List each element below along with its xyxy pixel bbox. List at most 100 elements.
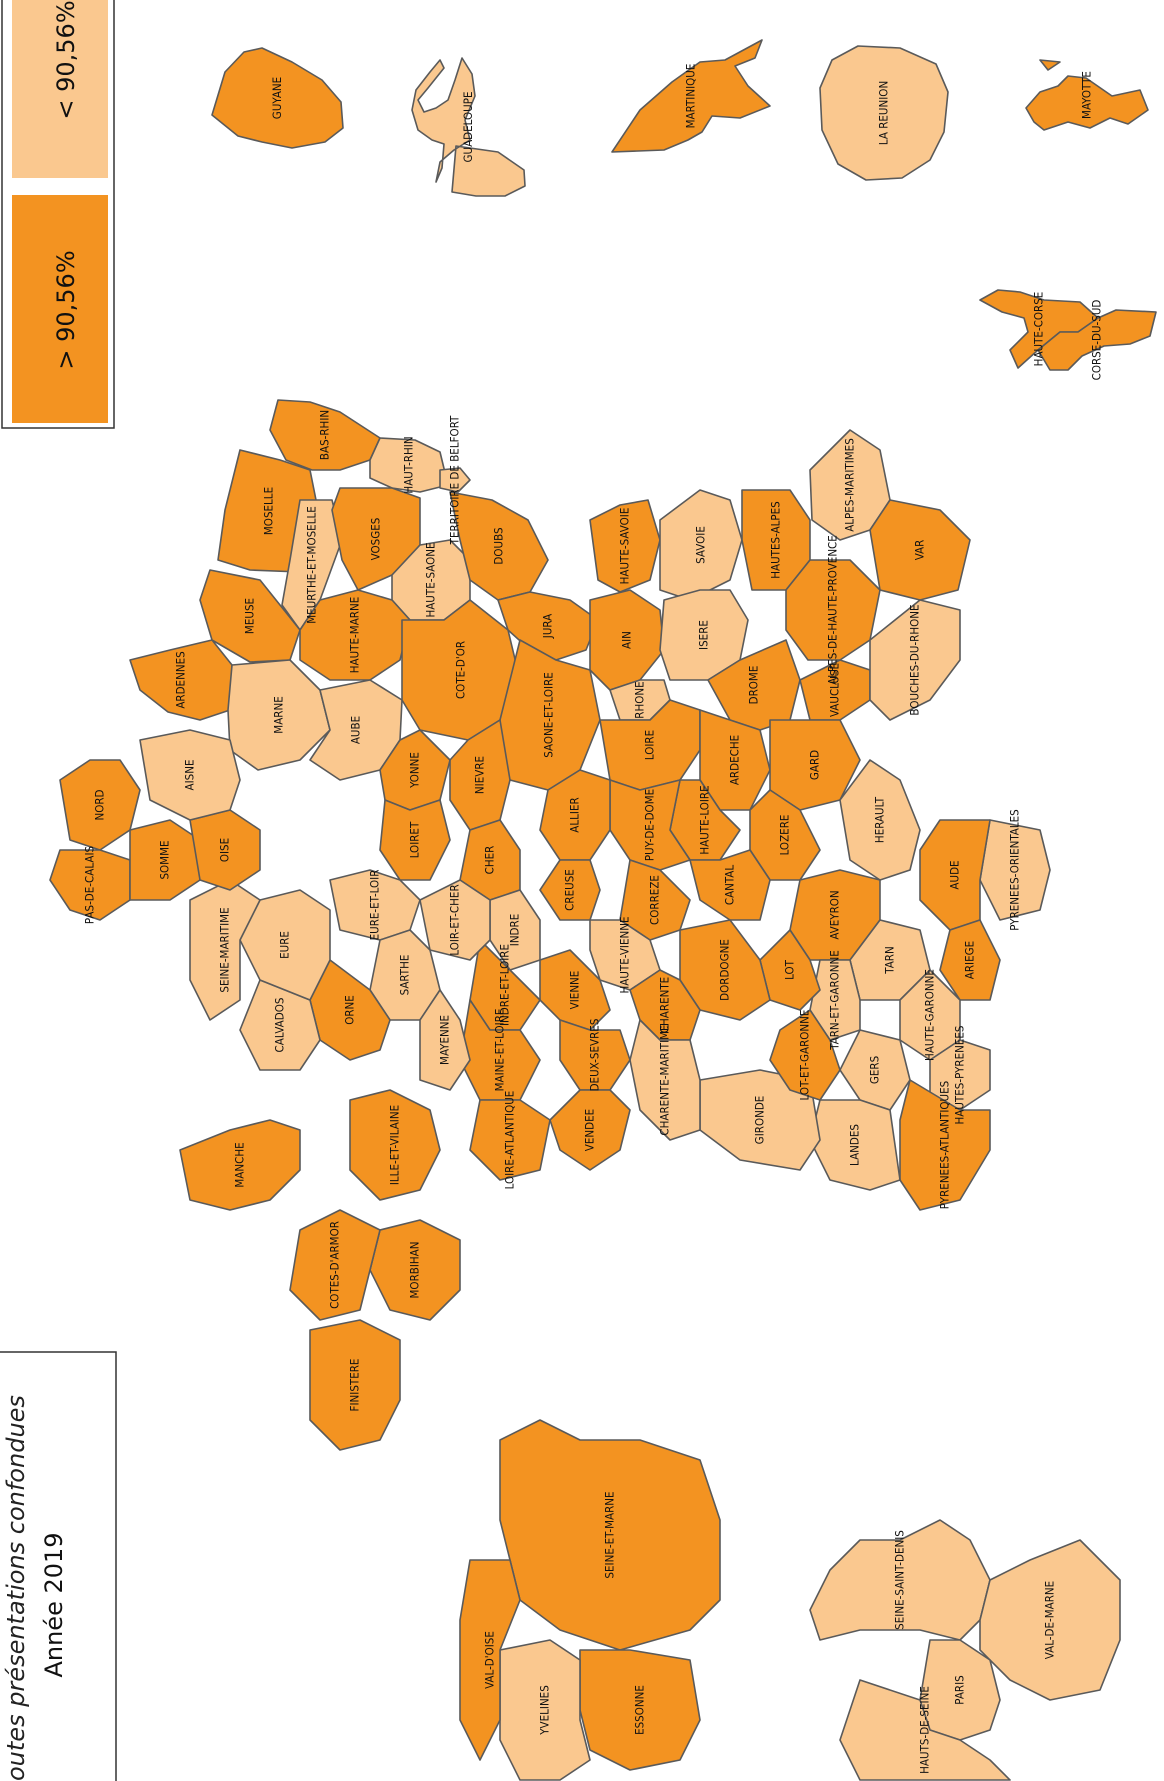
region-label: NORD	[93, 789, 107, 820]
region-label: PUY-DE-DOME	[643, 789, 657, 861]
region-martinique[interactable]	[611, 39, 771, 153]
region-label: DROME	[747, 666, 761, 705]
region-label: MARNE	[272, 696, 286, 733]
region-ariege[interactable]	[939, 919, 1001, 1001]
region-morbihan[interactable]	[369, 1219, 461, 1321]
region-label: GIRONDE	[753, 1096, 767, 1145]
region-label: TARN-ET-GARONNE	[828, 950, 842, 1051]
map-subtitle: outes présentations confondues	[2, 1395, 30, 1781]
region-label: SEINE-ET-MARNE	[603, 1491, 617, 1578]
region-mayotte[interactable]	[1025, 59, 1149, 131]
region-label: HAUTS-DE-SEINE	[918, 1686, 932, 1774]
region-label: VOSGES	[369, 518, 383, 561]
region-label: SEINE-MARITIME	[218, 907, 232, 992]
region-label: ALPES-DE-HAUTE-PROVENCE	[826, 535, 840, 685]
region-loiret[interactable]	[379, 799, 451, 881]
region-eure-et-loir[interactable]	[329, 869, 421, 941]
region-label: HAUTES-ALPES	[769, 501, 783, 579]
region-herault[interactable]	[839, 759, 921, 881]
region-label: SAVOIE	[694, 526, 708, 564]
region-label: VENDEE	[583, 1109, 597, 1151]
region-label: PARIS	[953, 1675, 967, 1704]
region-label: TERRITOIRE DE BELFORT	[448, 415, 462, 545]
region-label: JURA	[541, 614, 555, 639]
region-label: GUADELOUPE	[461, 91, 475, 162]
region-val-d-oise[interactable]	[459, 1559, 521, 1761]
region-territoire-de-belfort[interactable]	[439, 467, 471, 493]
region-eure[interactable]	[239, 889, 331, 1001]
region-seine-saint-denis[interactable]	[809, 1519, 991, 1641]
region-essonne[interactable]	[579, 1649, 701, 1771]
ile-de-france-inset	[459, 1419, 721, 1781]
region-label: MORBIHAN	[408, 1241, 422, 1298]
region-label: YONNE	[408, 752, 422, 789]
region-bouches-du-rhone[interactable]	[869, 599, 961, 721]
region-la-reunion[interactable]	[819, 45, 949, 181]
region-label: LOIRE	[643, 730, 657, 760]
region-vienne[interactable]	[539, 949, 611, 1031]
region-gironde[interactable]	[699, 1069, 821, 1171]
region-corse-du-sud[interactable]	[1037, 309, 1157, 371]
region-finistere[interactable]	[309, 1319, 401, 1451]
legend-swatch-above	[12, 195, 108, 423]
region-deux-sevres[interactable]	[559, 1019, 631, 1091]
region-pas-de-calais[interactable]	[49, 849, 131, 921]
legend-label-above: > 90,56%	[52, 250, 80, 369]
region-label: VAL-DE-MARNE	[1043, 1581, 1057, 1659]
region-ain[interactable]	[589, 589, 665, 691]
region-cantal[interactable]	[689, 849, 771, 921]
region-haut-rhin[interactable]	[369, 437, 449, 493]
paris-inset	[809, 1519, 1121, 1781]
region-label: DOUBS	[492, 527, 506, 564]
region-loire-atlantique[interactable]	[469, 1099, 551, 1181]
region-aisne[interactable]	[139, 729, 241, 821]
region-label: NIEVRE	[473, 756, 487, 794]
region-yvelines[interactable]	[499, 1639, 591, 1781]
region-label: ARDENNES	[174, 651, 188, 708]
region-nord[interactable]	[59, 759, 141, 851]
region-label: PAS-DE-CALAIS	[83, 846, 97, 924]
region-label: LOT	[783, 959, 797, 979]
region-label: ALLIER	[568, 797, 582, 832]
region-label: PYRENEES-ORIENTALES	[1008, 809, 1022, 930]
region-lot-et-garonne[interactable]	[769, 1009, 841, 1101]
legend: > 90,56% < 90,56%	[1, 0, 115, 429]
region-allier[interactable]	[539, 769, 611, 861]
region-vendee[interactable]	[549, 1089, 631, 1171]
region-guadeloupe[interactable]	[411, 57, 526, 197]
region-marne[interactable]	[227, 659, 331, 771]
region-label: ARIEGE	[963, 941, 977, 979]
region-var[interactable]	[869, 499, 971, 601]
overseas-group	[211, 39, 1157, 371]
region-label: VAR	[913, 540, 927, 561]
region-puy-de-dome[interactable]	[609, 779, 691, 871]
region-label: MOSELLE	[262, 487, 276, 535]
region-cotes-d-armor[interactable]	[289, 1209, 381, 1321]
legend-swatch-below	[12, 0, 108, 178]
region-bas-rhin[interactable]	[269, 399, 381, 471]
region-manche[interactable]	[179, 1119, 301, 1211]
region-haute-savoie[interactable]	[589, 499, 661, 593]
region-label: HAUTES-PYRENEES	[953, 1026, 967, 1125]
region-mayenne[interactable]	[419, 989, 471, 1091]
region-label: BAS-RHIN	[318, 410, 332, 460]
region-label: SEINE-SAINT-DENIS	[893, 1530, 907, 1630]
region-label: MEURTHE-ET-MOSELLE	[305, 506, 319, 624]
region-label: MANCHE	[233, 1142, 247, 1187]
region-charente-maritime[interactable]	[629, 1019, 701, 1141]
region-label: AVEYRON	[828, 890, 842, 939]
region-label: INDRE	[508, 914, 522, 946]
region-label: HAUTE-MARNE	[348, 597, 362, 674]
region-val-de-marne[interactable]	[979, 1539, 1121, 1701]
region-savoie[interactable]	[659, 489, 743, 601]
region-pyrenees-atlantiques[interactable]	[899, 1079, 991, 1211]
region-label: AUDE	[948, 860, 962, 889]
title-block: outes présentations confondues Année 201…	[0, 1351, 117, 1781]
region-label: MARTINIQUE	[684, 64, 698, 129]
region-guyane[interactable]	[211, 47, 344, 149]
region-label: LOT-ET-GARONNE	[798, 1010, 812, 1101]
region-ille-et-vilaine[interactable]	[349, 1089, 441, 1201]
region-hauts-de-seine[interactable]	[839, 1679, 1011, 1781]
